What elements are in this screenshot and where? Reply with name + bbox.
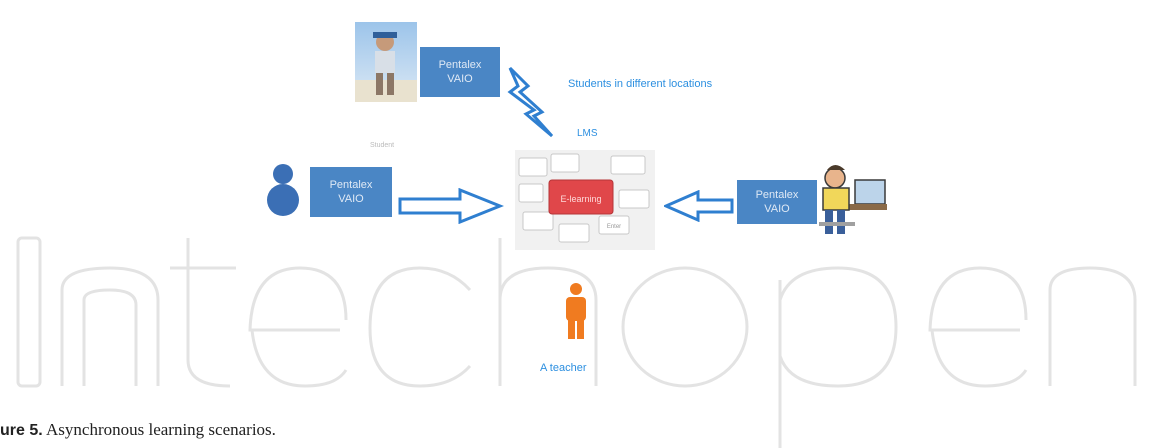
students-locations-label: Students in different locations — [568, 78, 713, 90]
lms-keyboard: E-learning Enter — [515, 150, 655, 250]
person-icon-left — [267, 164, 299, 216]
box-line1: Pentalex — [329, 179, 373, 191]
figure-caption: ure 5. Asynchronous learning scenarios. — [0, 420, 276, 440]
box-line2: VAIO — [764, 203, 790, 215]
box-line2: VAIO — [338, 193, 364, 205]
pentalex-box-right: Pentalex VAIO — [737, 180, 817, 224]
student-cartoon-computer — [819, 165, 887, 234]
box-line1: Pentalex — [755, 189, 799, 201]
figure-caption-text: Asynchronous learning scenarios. — [46, 420, 276, 439]
teacher-label: A teacher — [540, 362, 587, 374]
lms-label: LMS — [577, 128, 598, 139]
key-enter-text: Enter — [607, 224, 621, 230]
arrow-left-right-side — [664, 190, 734, 222]
pentalex-box-top: Pentalex VAIO — [420, 47, 500, 97]
teacher-icon — [566, 283, 586, 339]
arrow-right-left-side — [398, 188, 504, 224]
box-line1: Pentalex — [438, 59, 482, 71]
lightning-arrow — [507, 66, 554, 138]
small-caption: Student — [370, 142, 395, 149]
figure-number: ure 5. — [0, 422, 43, 439]
pentalex-box-left: Pentalex VAIO — [310, 167, 392, 217]
key-e-learning-text: E-learning — [560, 194, 601, 204]
box-line2: VAIO — [447, 73, 473, 85]
student-photo-beach — [355, 22, 417, 102]
